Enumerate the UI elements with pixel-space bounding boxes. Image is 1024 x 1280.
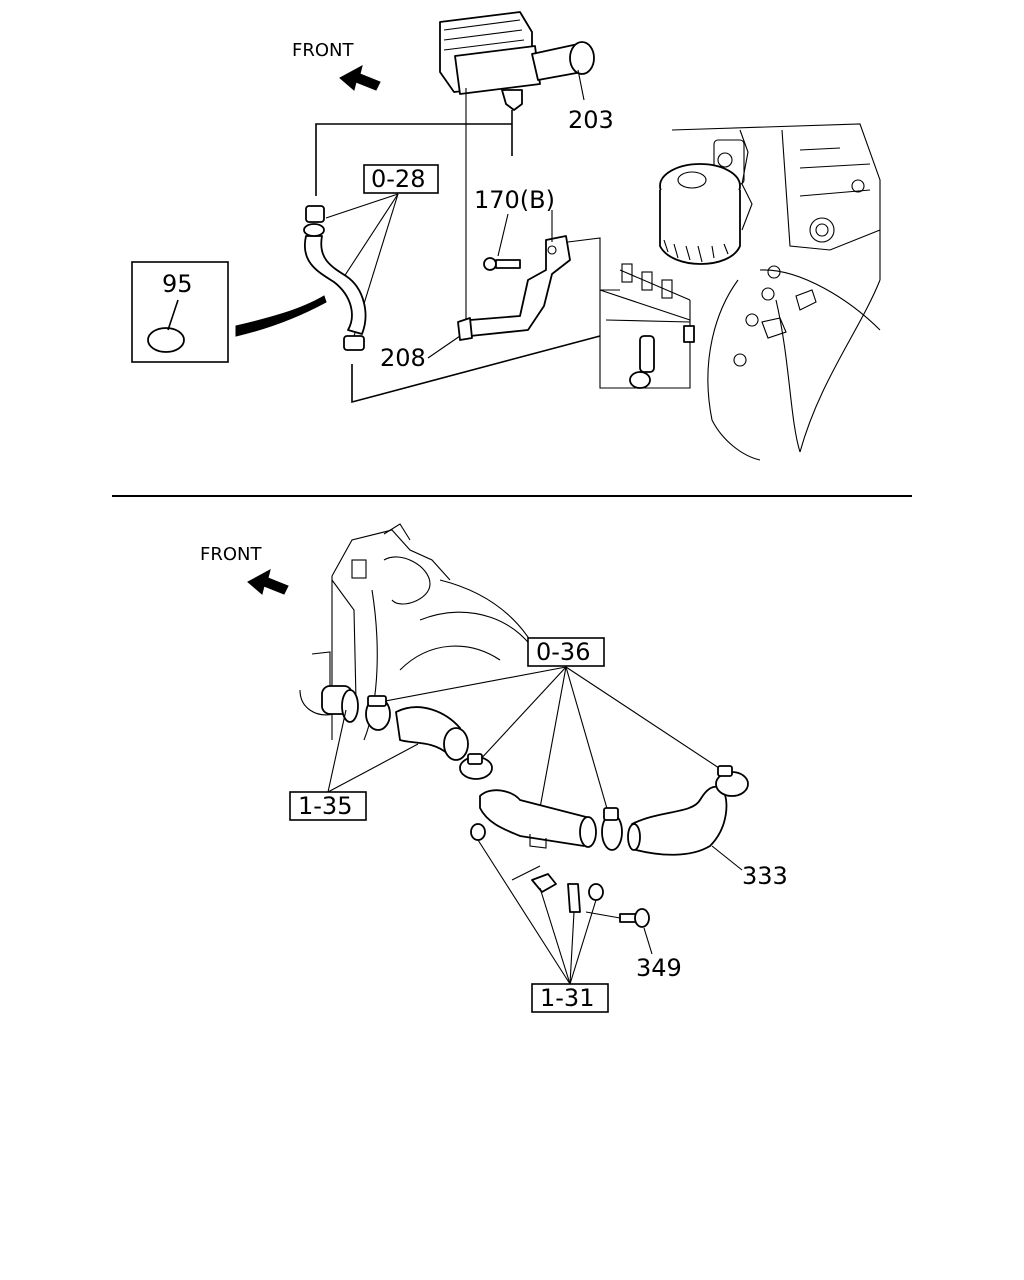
reference-arrow: [235, 295, 327, 337]
nut: [470, 823, 486, 841]
top-front-label: FRONT: [292, 40, 354, 61]
bracket-208: [457, 235, 571, 341]
hose-333: [627, 785, 728, 856]
top-view: FRONT 203 0-28: [131, 11, 881, 461]
callout-box-0-36: [527, 637, 605, 667]
bolt-170b: [483, 257, 521, 271]
callout-box-0-28: [363, 164, 439, 194]
hose-clamp-4: [715, 765, 749, 797]
hose-clamp-3: [601, 807, 623, 851]
callout-333: 333: [742, 862, 788, 890]
callout-0-28: 0-28: [371, 165, 425, 193]
callout-95: 95: [162, 270, 193, 298]
air-pipe: [479, 789, 597, 849]
hose-clamp-1: [365, 695, 391, 731]
bottom-view: FRONT 0-36: [200, 523, 788, 1013]
sensor-bracket: [511, 865, 604, 913]
bottom-front-label: FRONT: [200, 544, 262, 565]
callout-349: 349: [636, 954, 682, 982]
callout-208: 208: [380, 344, 426, 372]
callout-1-31: 1-31: [540, 984, 594, 1012]
callout-203: 203: [568, 106, 614, 134]
clip-95: [147, 299, 185, 353]
sensor-203: [439, 11, 595, 330]
bottom-front-arrow: [247, 569, 289, 595]
callout-0-36: 0-36: [536, 638, 590, 666]
vacuum-hose: [303, 205, 367, 351]
engine-block: [599, 123, 881, 461]
air-hose-upper: [395, 706, 469, 761]
callout-170b: 170(B): [474, 186, 555, 214]
callout-1-35: 1-35: [298, 792, 352, 820]
top-front-arrow: [339, 65, 381, 91]
bolt-349: [619, 908, 650, 928]
hose-clamp-2: [459, 753, 493, 780]
